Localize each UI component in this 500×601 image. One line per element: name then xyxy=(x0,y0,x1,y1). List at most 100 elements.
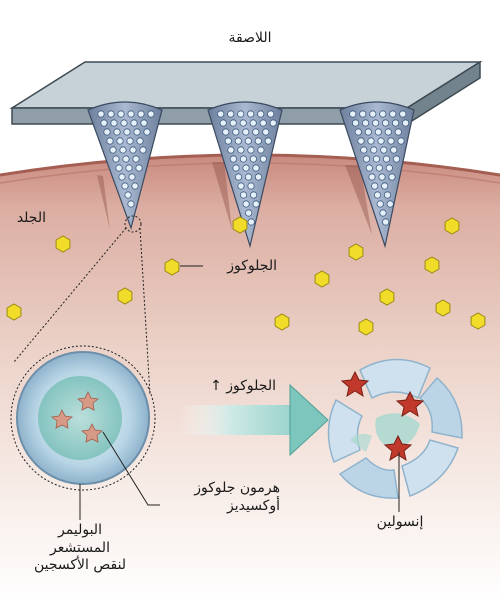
needle-vesicle xyxy=(237,110,245,118)
needle-vesicle xyxy=(383,191,392,199)
needle-vesicle xyxy=(252,128,260,136)
glucose-molecule xyxy=(348,243,364,261)
needle-vesicle xyxy=(239,155,247,163)
needle-vesicle xyxy=(375,164,383,172)
needle-vesicle xyxy=(217,110,225,118)
needle-vesicle xyxy=(387,137,395,145)
needle-vesicle xyxy=(354,128,362,136)
needle-vesicle xyxy=(269,119,277,127)
needle-vesicle xyxy=(219,119,227,127)
needle-vesicle xyxy=(123,128,131,136)
needle-vesicle xyxy=(249,119,257,127)
glucose-molecule xyxy=(470,312,486,330)
needle-vesicle xyxy=(259,119,267,127)
needle-vesicle xyxy=(382,218,390,226)
needle-vesicle xyxy=(242,128,250,136)
burst-vesicle-icon xyxy=(327,358,463,499)
needle-vesicle xyxy=(391,119,400,127)
needle-vesicle xyxy=(379,209,387,217)
needle-vesicle xyxy=(147,110,155,118)
needle-vesicle xyxy=(133,128,141,136)
needle-vesicle xyxy=(126,137,134,145)
needle-vesicle xyxy=(116,137,124,145)
needle-vesicle xyxy=(388,173,396,181)
needle-vesicle xyxy=(97,110,105,118)
needle-vesicle xyxy=(103,128,111,136)
glucose-molecule xyxy=(379,288,395,306)
needle-vesicle xyxy=(237,146,245,154)
glucose-molecule xyxy=(314,270,330,288)
needle-vesicle xyxy=(229,119,237,127)
microneedle-vesicles xyxy=(97,110,410,226)
glucose-molecule xyxy=(274,313,290,331)
glucose-molecule xyxy=(424,256,440,274)
glucose-molecule xyxy=(444,217,460,235)
needle-vesicle xyxy=(112,155,120,163)
insulin-star-icon xyxy=(340,370,425,462)
needle-vesicle xyxy=(232,164,240,172)
needle-vesicle xyxy=(115,164,123,172)
needle-vesicle xyxy=(252,164,260,172)
needle-vesicle xyxy=(254,137,262,145)
needle-vesicle xyxy=(229,155,237,163)
needle-vesicle xyxy=(124,191,132,199)
needle-vesicle xyxy=(135,164,143,172)
needle-vesicle xyxy=(240,191,248,199)
polymer-label-line3: لنقص الأكسجين xyxy=(33,557,127,573)
needle-vesicle xyxy=(371,182,379,190)
needle-vesicle xyxy=(224,137,232,145)
needle-vesicle xyxy=(125,164,133,172)
needle-vesicle xyxy=(247,146,255,154)
needle-vesicle xyxy=(232,128,240,136)
needle-vesicle xyxy=(110,119,118,127)
needle-vesicle xyxy=(384,128,392,136)
needle-vesicle xyxy=(380,146,388,154)
leader-lines xyxy=(79,265,400,520)
needle-vesicle xyxy=(106,137,114,145)
needle-vesicle xyxy=(237,182,245,190)
needle-vesicle xyxy=(381,119,390,127)
needle-vesicle xyxy=(131,182,139,190)
needle-vesicle xyxy=(381,182,389,190)
needle-vesicle xyxy=(376,200,384,208)
needle-vesicle xyxy=(374,128,382,136)
polymer-label-line1: البوليمر xyxy=(58,522,102,538)
needle-vesicle xyxy=(244,173,253,181)
enzyme-icon xyxy=(51,391,103,443)
needle-vesicle xyxy=(120,119,128,127)
needle-vesicle xyxy=(361,119,370,127)
needle-vesicle xyxy=(359,110,367,118)
needle-vesicle xyxy=(242,200,250,208)
glucose-molecule xyxy=(55,235,71,253)
needle-vesicle xyxy=(239,119,247,127)
needle-vesicle xyxy=(143,128,151,136)
needle-vesicle xyxy=(389,110,397,118)
needle-vesicle xyxy=(117,110,125,118)
needle-vesicle xyxy=(234,173,243,181)
needle-vesicle xyxy=(259,155,267,163)
needle-vesicle xyxy=(137,110,145,118)
needle-vesicle xyxy=(227,110,235,118)
needle-vesicle xyxy=(128,173,136,181)
needle-vesicle xyxy=(378,173,386,181)
needle-vesicle xyxy=(127,110,135,118)
needle-vesicle xyxy=(140,119,148,127)
needle-vesicle xyxy=(244,137,252,145)
needle-vesicle xyxy=(357,137,365,145)
needle-vesicle xyxy=(392,155,401,163)
enzyme-label-line2: أوكسيديز xyxy=(227,497,280,514)
needle-vesicle xyxy=(139,146,147,154)
glucose-molecule xyxy=(358,318,374,336)
needle-vesicle xyxy=(247,182,255,190)
needle-vesicle xyxy=(227,146,235,154)
needle-vesicle xyxy=(385,164,393,172)
patch-label: اللاصقة xyxy=(228,30,272,46)
needle-vesicle xyxy=(369,110,377,118)
needle-vesicle xyxy=(370,146,378,154)
needle-vesicle xyxy=(262,128,270,136)
glucose-molecule xyxy=(117,287,133,305)
needle-vesicle xyxy=(113,128,121,136)
needle-vesicle xyxy=(247,110,255,118)
needle-vesicle xyxy=(394,128,402,136)
